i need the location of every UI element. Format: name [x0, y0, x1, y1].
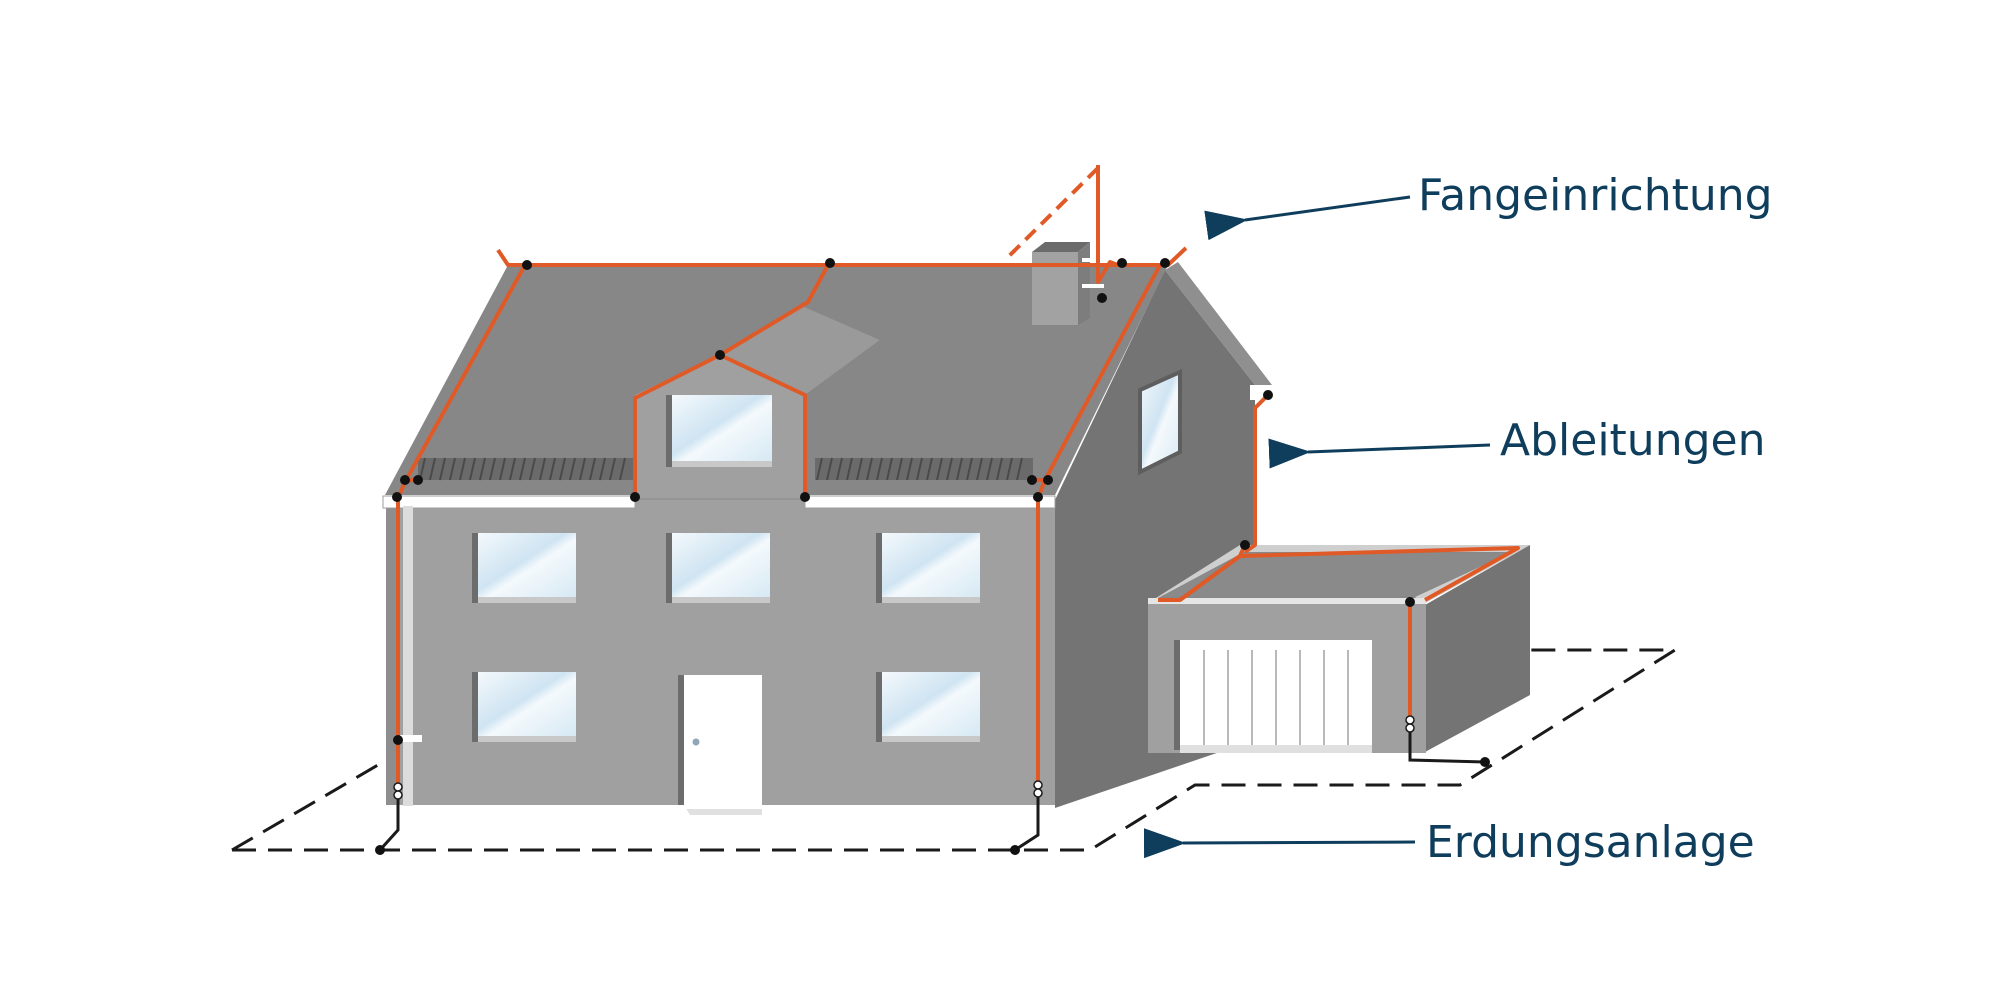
arrow-earthing-system — [1143, 828, 1416, 859]
gable-roof-edge — [1165, 262, 1272, 385]
garage-roof-parapet — [1148, 545, 1530, 603]
earthing-ring-left — [231, 756, 391, 852]
garage-side-wall — [1425, 545, 1530, 752]
label-earthing-system: Erdungsanlage — [1426, 817, 1755, 868]
test-joint-garage-upper — [1405, 715, 1415, 725]
downpipe-side — [1250, 385, 1262, 400]
gutter-right — [804, 495, 1056, 509]
door-knob — [692, 738, 700, 746]
test-joint-left-upper — [393, 782, 403, 792]
test-joint-right-lower — [1033, 788, 1043, 798]
test-joint-garage-lower — [1405, 723, 1415, 733]
house-base — [386, 805, 1055, 809]
test-joint-left-lower — [393, 790, 403, 800]
chimney-rod — [1096, 165, 1119, 284]
chimney-rod-clamp-lower — [1082, 284, 1104, 288]
dormer-window-reveal — [666, 395, 672, 467]
connection-points — [375, 258, 1490, 855]
window-3 — [876, 533, 980, 603]
front-windows — [472, 533, 980, 742]
downpipe-left — [403, 506, 413, 806]
side-window — [1138, 368, 1182, 476]
window-1 — [472, 533, 576, 603]
test-joint-right-upper — [1033, 780, 1043, 790]
house-left-edge — [386, 498, 396, 808]
roof-grille-right-lines — [816, 457, 1023, 481]
callout-arrows — [1143, 195, 1491, 859]
earthing-ring-front — [232, 648, 1681, 852]
dormer-window-sill — [672, 461, 772, 467]
gutter-left — [382, 495, 636, 509]
chimney-side — [1078, 242, 1090, 325]
earth-leads — [378, 732, 1486, 852]
garage-door — [1174, 640, 1372, 753]
down-conductor-side — [1243, 393, 1270, 554]
window-4 — [472, 672, 576, 742]
dormer-window — [672, 395, 772, 461]
label-air-termination: Fangeinrichtung — [1418, 170, 1773, 221]
arrow-down-conductors — [1268, 438, 1491, 469]
window-5 — [876, 672, 980, 742]
earth-lead-garage — [1408, 732, 1486, 764]
dormer-conductor-right — [719, 353, 807, 497]
window-2 — [666, 533, 770, 603]
downpipe-left-bracket — [398, 735, 422, 742]
front-door — [678, 675, 762, 815]
earthing-ring — [231, 648, 1681, 852]
garage-roof-inner — [1162, 553, 1510, 596]
arrow-air-termination — [1204, 195, 1411, 241]
chimney-rod-clamp-upper — [1082, 258, 1104, 262]
garage-roof-edge — [1148, 598, 1426, 604]
ridge-conductor — [496, 246, 1188, 267]
earth-lead-left — [378, 799, 400, 852]
label-down-conductors: Ableitungen — [1500, 415, 1765, 466]
chimney-top — [1032, 242, 1090, 252]
chimney — [1032, 252, 1078, 325]
earth-lead-right — [1014, 797, 1040, 852]
